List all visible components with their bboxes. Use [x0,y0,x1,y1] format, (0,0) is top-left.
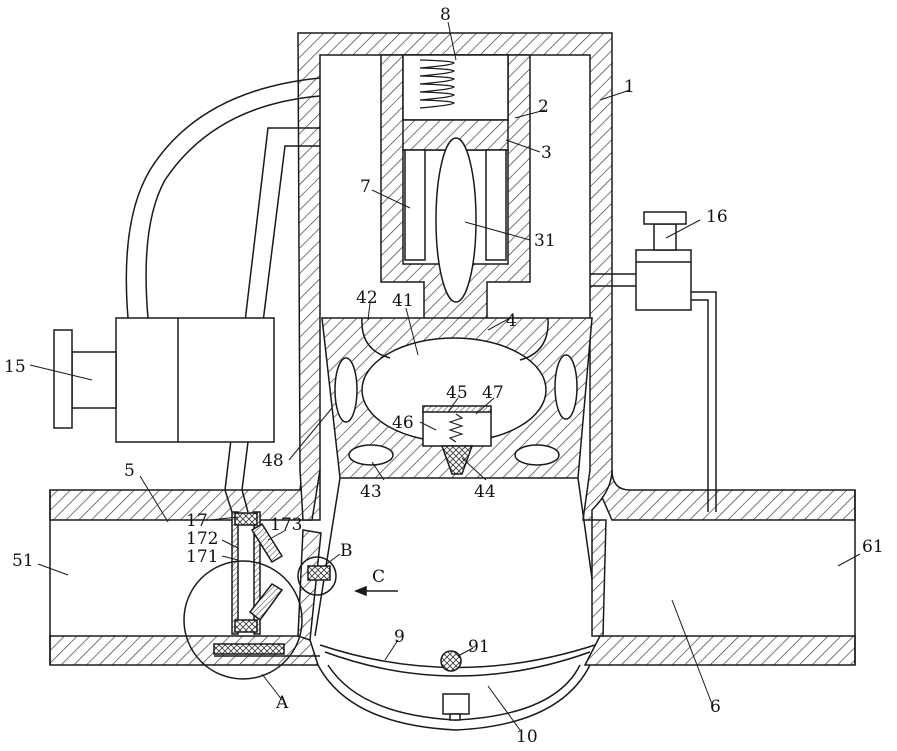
neck-hatch-right [592,520,606,636]
channel-7-right [486,150,506,260]
gauge-16-body [636,250,691,310]
side-port-right [555,355,577,419]
pipe-top-wall-right [590,470,855,520]
base-slide [214,644,284,654]
label-2: 2 [538,97,549,117]
hole-43-left [349,445,393,465]
hole-43-right [515,445,559,465]
pipe-top-wall-left [50,470,320,520]
label-17: 17 [186,511,208,531]
label-B: B [340,541,353,561]
label-1: 1 [624,77,635,97]
label-173: 173 [270,515,302,535]
label-A: A [275,693,289,713]
label-10: 10 [516,727,538,747]
unit-17-rail-left [232,512,238,634]
motor-15-shaft [72,352,116,408]
bypass-tube-outer [126,78,320,318]
motor-15-body [116,318,274,442]
label-47: 47 [482,383,504,403]
label-48: 48 [262,451,284,471]
ball-91 [441,651,461,671]
motor-15-knob [54,330,72,428]
label-45: 45 [446,383,468,403]
label-16: 16 [706,207,728,227]
detail-b-spring [308,566,330,580]
label-6: 6 [710,697,721,717]
label-5: 5 [124,461,135,481]
label-46: 46 [392,413,414,433]
label-41: 41 [392,291,414,311]
label-91: 91 [468,637,490,657]
label-51: 51 [12,551,34,571]
label-44: 44 [474,482,496,502]
label-7: 7 [360,177,371,197]
label-C: C [372,567,385,587]
ellipse-31 [436,138,476,302]
label-43: 43 [360,482,382,502]
label-31: 31 [534,231,556,251]
label-15: 15 [4,357,26,377]
label-61: 61 [862,537,884,557]
label-8: 8 [440,5,451,25]
drain-plug [443,694,469,714]
label-3: 3 [541,143,552,163]
pipe-bottom-wall-right [585,636,855,665]
lid-47 [423,406,491,412]
side-port-left [335,358,357,422]
label-42: 42 [356,288,378,308]
label-172: 172 [186,529,218,549]
label-9: 9 [394,627,405,647]
label-171: 171 [186,547,218,567]
channel-7-left [405,150,425,260]
label-4: 4 [506,311,517,331]
bypass-tube-inner [146,96,320,318]
